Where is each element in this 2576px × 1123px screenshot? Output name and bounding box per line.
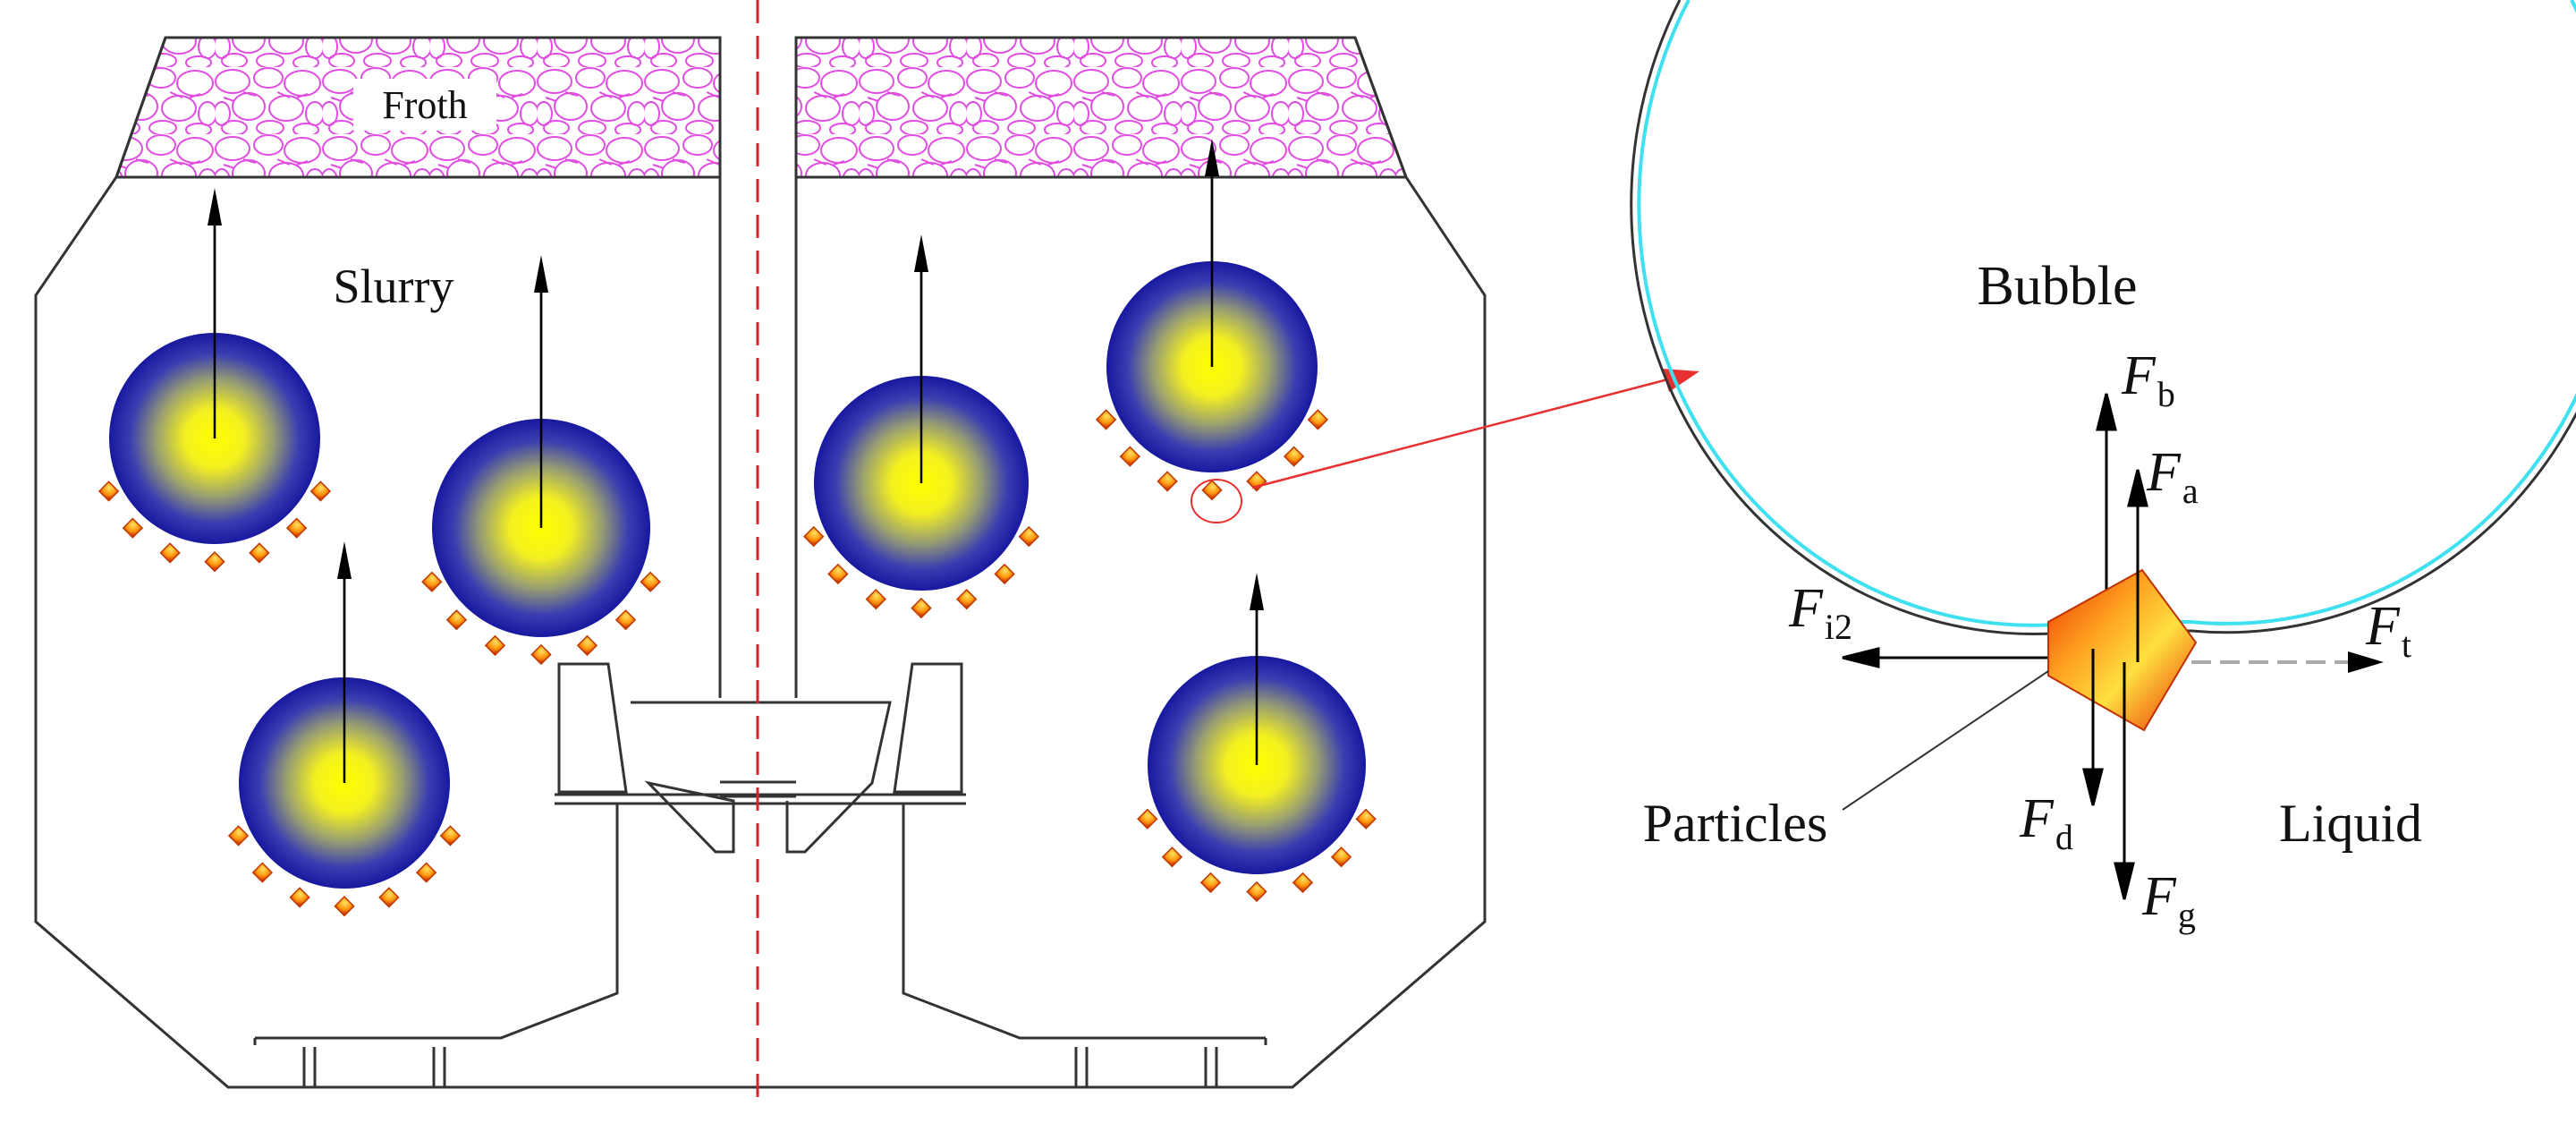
mineral-particle — [122, 517, 144, 539]
rise-arrowhead — [1205, 139, 1219, 176]
mineral-particle — [1095, 409, 1117, 430]
mineral-particle — [1119, 446, 1141, 467]
mineral-particle — [994, 563, 1015, 585]
mineral-particle — [1161, 847, 1183, 868]
mineral-particle — [1330, 847, 1352, 868]
bubble-label: Bubble — [1977, 256, 2137, 317]
mineral-particle — [1199, 872, 1222, 894]
mineral-particle — [865, 588, 886, 610]
mineral-particle — [1018, 525, 1039, 548]
mineral-particle — [159, 542, 181, 564]
particles-label: Particles — [1643, 794, 1828, 853]
mineral-particle — [956, 588, 978, 610]
mineral-particle — [439, 825, 462, 847]
mineral-particle — [614, 609, 637, 631]
bubble-group — [97, 139, 1377, 917]
mineral-particle — [309, 481, 332, 502]
mineral-particle — [530, 643, 552, 666]
slurry-label: Slurry — [334, 259, 454, 313]
mineral-particle — [1157, 471, 1178, 492]
mineral-particle — [1292, 872, 1314, 894]
cell-wall — [34, 37, 1487, 1089]
force-label-b: Fb — [2121, 345, 2175, 414]
liquid-label: Liquid — [2279, 794, 2422, 853]
mineral-particle — [1283, 446, 1305, 467]
bubble-surface — [1630, 0, 2576, 635]
bubble-with-particles — [227, 541, 462, 917]
flotation-cell: Froth — [34, 0, 1487, 1101]
impeller-stator — [253, 662, 1267, 1087]
detail-view: Bubble Particles Liquid — [1630, 0, 2576, 935]
rise-arrowhead — [914, 234, 928, 272]
force-label-t: Ft — [2365, 596, 2411, 665]
force-label-d: Fd — [2019, 788, 2073, 857]
mineral-particle — [911, 597, 932, 619]
rise-arrowhead — [337, 541, 352, 579]
bubble-with-particles — [1137, 573, 1377, 903]
mineral-particle — [421, 571, 443, 592]
mineral-particle — [97, 481, 120, 502]
force-label-i2: Fi2 — [1788, 578, 1852, 647]
rise-arrowhead — [534, 255, 548, 293]
force-labels: Fb Fa Fi2 Ft Fd Fg — [1788, 345, 2411, 935]
bubble-with-particles — [1095, 139, 1329, 501]
mineral-particle — [640, 571, 661, 592]
rise-arrowhead — [208, 188, 222, 225]
bubble-with-particles — [97, 188, 332, 573]
attached-particle — [2047, 568, 2198, 732]
callout-circle — [1191, 479, 1242, 523]
mineral-particle — [334, 896, 355, 917]
mineral-particle — [1307, 409, 1329, 430]
mineral-particle — [204, 551, 225, 573]
mineral-particle — [803, 525, 825, 548]
mineral-particle — [415, 862, 437, 883]
mineral-particle — [227, 825, 250, 847]
mineral-particle — [1201, 480, 1223, 501]
mineral-particle — [378, 887, 400, 908]
mineral-particle — [827, 563, 849, 585]
mineral-particle — [1355, 808, 1377, 829]
rise-arrowhead — [1250, 573, 1264, 610]
mineral-particle — [285, 517, 308, 539]
bubble-with-particles — [803, 234, 1039, 619]
mineral-particle — [1246, 881, 1267, 903]
mineral-particle — [1246, 471, 1267, 492]
mineral-particle — [289, 887, 310, 908]
mineral-particle — [484, 634, 506, 657]
force-label-a: Fa — [2146, 442, 2199, 511]
force-label-g: Fg — [2141, 866, 2196, 935]
mineral-particle — [251, 862, 274, 883]
mineral-particle — [576, 634, 598, 657]
callout-line — [1251, 374, 1682, 489]
mineral-particle — [249, 542, 270, 564]
froth-label: Froth — [382, 83, 467, 127]
particles-leader — [1842, 670, 2049, 811]
mineral-particle — [1137, 808, 1158, 829]
mineral-particle — [445, 609, 468, 631]
bubble-with-particles — [421, 255, 661, 666]
